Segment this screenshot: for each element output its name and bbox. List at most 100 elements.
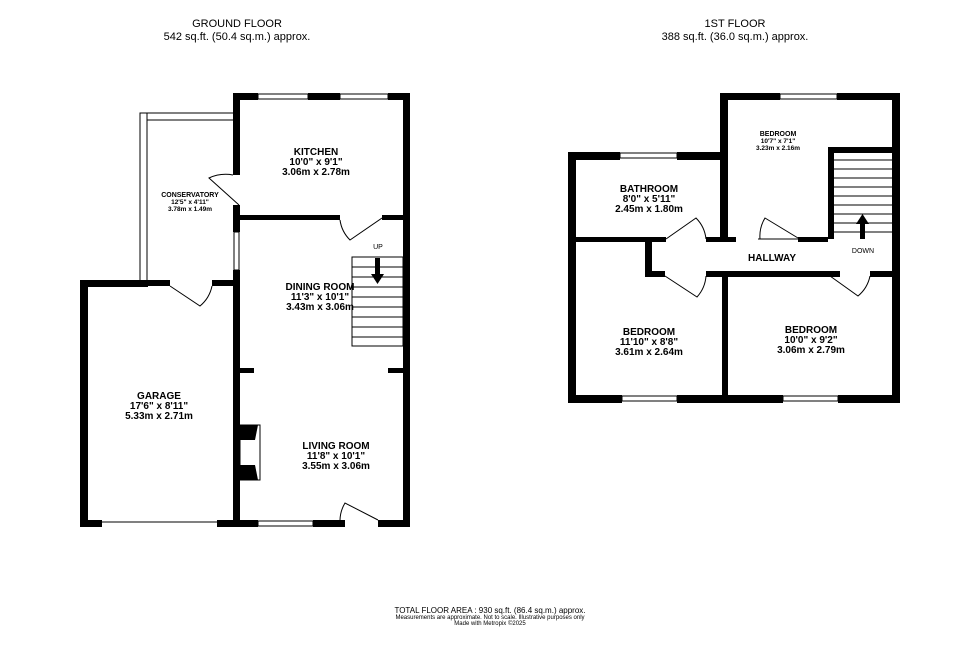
room-dimensions-imperial: 10'7" x 7'1" [761, 138, 796, 145]
wall [828, 147, 834, 239]
window [779, 93, 838, 100]
room-bedroom-top: BEDROOM 10'7" x 7'1" 3.23m x 2.16m [756, 131, 800, 152]
wall [677, 395, 783, 403]
wall [720, 93, 780, 100]
first-floor-plan [568, 93, 900, 403]
wall [233, 520, 258, 527]
wall [837, 93, 900, 100]
stairs-down-label: DOWN [852, 248, 874, 255]
window [782, 395, 839, 402]
window [621, 395, 678, 402]
wall [798, 237, 828, 242]
room-living-room: LIVING ROOM 11'8" x 10'1" 3.55m x 3.06m [302, 441, 370, 472]
wall [838, 395, 900, 403]
wall [892, 93, 900, 403]
wall [240, 368, 254, 373]
doors [664, 217, 871, 298]
wall [233, 93, 240, 175]
wall [568, 152, 620, 160]
wall [308, 93, 340, 100]
room-dimensions-metric: 3.06m x 2.78m [282, 167, 350, 178]
wall [645, 271, 665, 277]
disclaimer: Measurements are approximate. Not to sca… [395, 615, 585, 621]
doors [169, 173, 383, 521]
room-dimensions-metric: 3.06m x 2.79m [777, 345, 845, 356]
room-dimensions-imperial: 11'3" x 10'1" [291, 292, 349, 303]
wall [870, 271, 892, 277]
wall [706, 237, 736, 242]
wall [677, 152, 728, 160]
wall [576, 237, 666, 242]
conservatory-window [139, 112, 236, 121]
wall [212, 280, 235, 286]
room-dimensions-metric: 3.23m x 2.16m [756, 145, 800, 152]
room-hallway: HALLWAY [748, 253, 796, 264]
wall [240, 215, 340, 220]
wall [722, 271, 728, 403]
room-dimensions-imperial: 11'10" x 8'8" [620, 337, 678, 348]
stairs-first [834, 159, 892, 233]
wall [645, 237, 652, 277]
stairs-up-label: UP [373, 244, 383, 251]
room-name: BEDROOM [623, 327, 675, 338]
room-dimensions-imperial: 10'0" x 9'1" [289, 157, 342, 168]
wall [382, 215, 403, 220]
wall [233, 205, 240, 232]
footer: TOTAL FLOOR AREA : 930 sq.ft. (86.4 sq.m… [290, 606, 690, 627]
room-conservatory: CONSERVATORY 12'5" x 4'11" 3.78m x 1.49m [161, 192, 219, 213]
first-floor-area: 388 sq.ft. (36.0 sq.m.) approx. [661, 31, 809, 43]
room-dimensions-metric: 5.33m x 2.71m [125, 411, 193, 422]
room-name: DINING ROOM [286, 282, 355, 293]
ground-floor-plan [80, 93, 410, 527]
wall [80, 520, 102, 527]
stairs-arrow-icon [856, 214, 869, 239]
wall [388, 93, 410, 100]
room-dining-room: DINING ROOM 11'3" x 10'1" 3.43m x 3.06m [286, 282, 355, 313]
wall [720, 93, 728, 237]
room-name: KITCHEN [294, 147, 338, 158]
room-garage: GARAGE 17'6" x 8'11" 5.33m x 2.71m [125, 391, 193, 422]
credit: Made with Metropix ©2025 [454, 621, 526, 627]
room-name: CONSERVATORY [161, 192, 219, 199]
wall [80, 280, 88, 527]
room-dimensions-imperial: 10'0" x 9'2" [784, 335, 837, 346]
wall [403, 93, 410, 527]
wall [233, 93, 258, 100]
first-floor-title: 1ST FLOOR [704, 18, 766, 30]
window [619, 152, 678, 159]
wall [217, 520, 240, 527]
stairs-arrow-icon [371, 258, 384, 284]
room-dimensions-metric: 3.55m x 3.06m [302, 461, 370, 472]
room-dimensions-imperial: 17'6" x 8'11" [130, 401, 188, 412]
wall [706, 271, 840, 277]
ground-floor-area: 542 sq.ft. (50.4 sq.m.) approx. [163, 31, 311, 43]
room-dimensions-imperial: 11'8" x 10'1" [307, 451, 365, 462]
first-floor-header: 1ST FLOOR 388 sq.ft. (36.0 sq.m.) approx… [585, 18, 885, 44]
room-bedroom-left: BEDROOM 11'10" x 8'8" 3.61m x 2.64m [615, 327, 683, 358]
wall [568, 395, 622, 403]
room-bedroom-right: BEDROOM 10'0" x 9'2" 3.06m x 2.79m [777, 325, 845, 356]
wall [388, 368, 403, 373]
wall [80, 280, 148, 287]
fireplace [240, 465, 258, 480]
room-dimensions-imperial: 8'0" x 5'11" [623, 194, 676, 205]
wall [313, 520, 345, 527]
room-dimensions-metric: 3.78m x 1.49m [168, 206, 212, 213]
room-dimensions-imperial: 12'5" x 4'11" [171, 199, 209, 206]
room-dimensions-metric: 3.43m x 3.06m [286, 302, 354, 313]
room-name: LIVING ROOM [302, 441, 369, 452]
room-name: GARAGE [137, 391, 181, 402]
wall [568, 152, 576, 403]
room-name: BATHROOM [620, 184, 678, 195]
room-name: BEDROOM [785, 325, 837, 336]
ground-floor-title: GROUND FLOOR [192, 18, 282, 30]
wall [148, 280, 170, 286]
total-floor-area: TOTAL FLOOR AREA : 930 sq.ft. (86.4 sq.m… [394, 606, 586, 615]
wall [378, 520, 410, 527]
wall [828, 147, 892, 153]
window [233, 231, 240, 271]
window [257, 93, 309, 100]
room-dimensions-metric: 2.45m x 1.80m [615, 204, 683, 215]
wall [233, 270, 240, 527]
window [257, 520, 314, 527]
